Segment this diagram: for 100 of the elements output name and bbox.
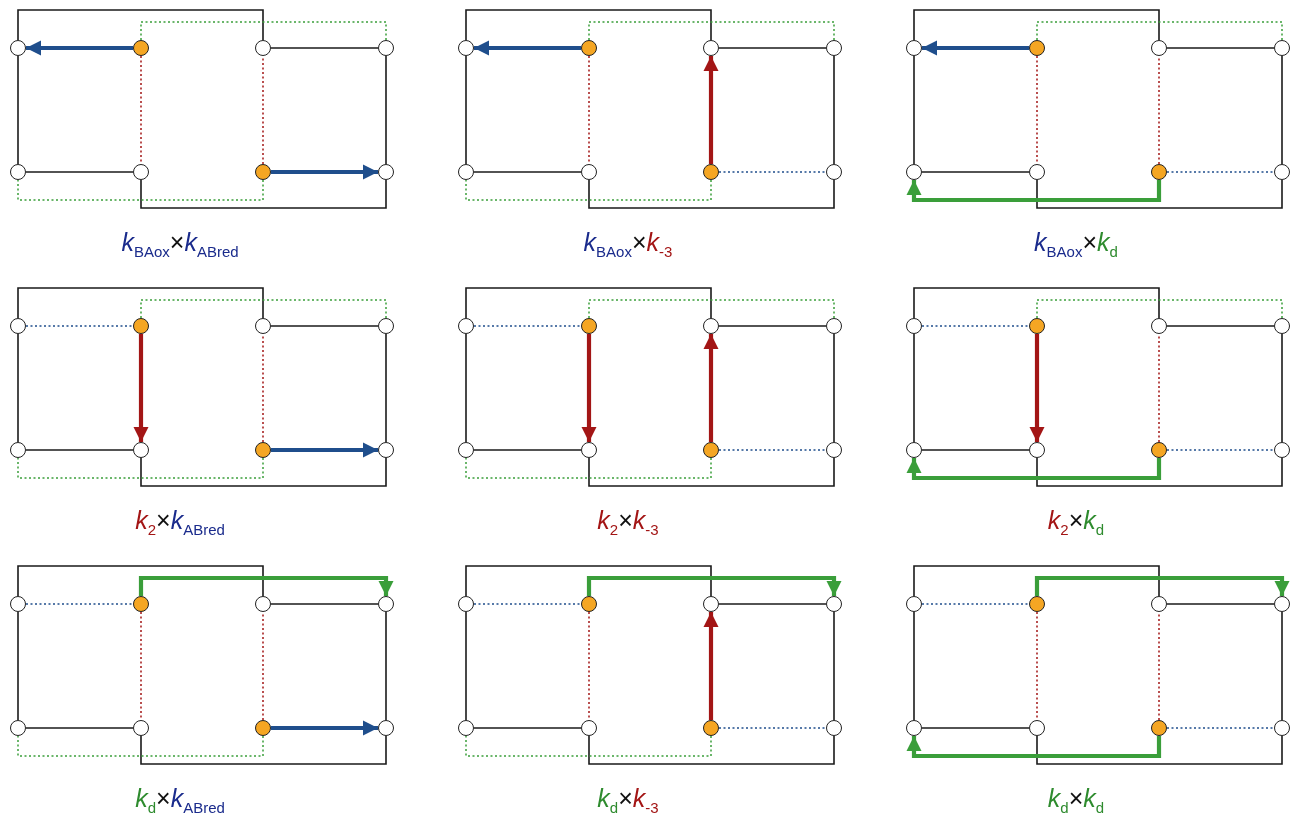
active-state-circle [255,720,271,736]
rate-constant: k$_{2}$ [597,506,619,538]
state-circle [458,720,474,736]
state-circle [133,164,149,180]
dotted-line [1036,55,1038,165]
arrow [271,164,378,180]
arrow [271,442,378,458]
multiplication-sign: × [618,784,633,813]
rate-constant: k$_{ABred}$ [184,228,239,260]
arrow [133,334,149,442]
connector-line [465,333,467,443]
arrow [586,575,842,596]
rate-constant: k$_{d}$ [1083,506,1105,538]
active-state-circle [703,442,719,458]
dotted-line [921,603,1030,605]
arrow [703,56,719,164]
dotted-line [718,727,827,729]
arrow [906,180,1162,203]
connector-line [833,333,835,443]
dotted-line [17,179,264,201]
state-circle [1029,164,1045,180]
arrow [26,40,133,56]
arrow [1029,334,1045,442]
dotted-line [1166,727,1275,729]
active-state-circle [1151,720,1167,736]
connector-line [270,603,379,605]
connector-line [465,611,467,721]
connector-line [913,287,1160,319]
multiplication-sign: × [1082,228,1098,257]
dotted-line [1036,21,1283,41]
arrow [703,612,719,720]
connector-line [385,55,387,165]
connector-line [473,171,582,173]
dotted-line [473,603,582,605]
multiplication-sign: × [618,506,633,535]
connector-line [921,727,1030,729]
state-circle [906,164,922,180]
state-circle [906,318,922,334]
state-circle [458,596,474,612]
state-circle [133,720,149,736]
dotted-line [718,449,827,451]
arrow [474,40,581,56]
state-circle [826,164,842,180]
arrow [271,720,378,736]
rate-constant: k$_{BAox}$ [121,228,170,260]
dotted-line [140,611,142,721]
state-circle [378,318,394,334]
dotted-line [465,735,712,757]
active-state-circle [581,40,597,56]
active-state-circle [1151,442,1167,458]
state-circle [255,596,271,612]
active-state-circle [133,318,149,334]
dotted-line [1166,171,1275,173]
dotted-line [465,179,712,201]
state-circle [1151,596,1167,612]
arrow [581,334,597,442]
connector-line [718,325,827,327]
dotted-line [140,55,142,165]
dotted-line [17,457,264,479]
dotted-line [1036,299,1283,319]
connector-line [25,449,134,451]
dotted-line [588,55,590,165]
connector-line [473,727,582,729]
state-circle [378,40,394,56]
state-circle [378,720,394,736]
rate-constant: k$_{ABred}$ [170,784,225,816]
connector-line [17,333,19,443]
state-circle [703,596,719,612]
connector-line [1166,325,1275,327]
connector-line [1281,611,1283,721]
dotted-line [588,299,835,319]
connector-line [465,565,712,597]
arrow [906,458,1162,481]
state-circle [1029,720,1045,736]
active-state-circle [1029,318,1045,334]
arrow [1034,575,1290,596]
rate-constant: k$_{BAox}$ [1034,228,1083,260]
state-circle [1274,40,1290,56]
state-circle [1151,40,1167,56]
state-circle [581,720,597,736]
active-state-circle [255,442,271,458]
connector-line [1281,333,1283,443]
connector-line [1036,179,1283,209]
connector-line [718,47,827,49]
connector-line [913,611,915,721]
state-circle [1274,596,1290,612]
active-state-circle [1151,164,1167,180]
connector-line [1281,55,1283,165]
active-state-circle [133,596,149,612]
state-circle [826,596,842,612]
rate-constant: k$_{d}$ [1083,784,1105,816]
rate-constant: k$_{d}$ [597,784,619,816]
dotted-line [1166,449,1275,451]
multiplication-sign: × [631,228,647,256]
dotted-line [588,21,835,41]
connector-line [921,171,1030,173]
state-circle [906,40,922,56]
state-circle [10,442,26,458]
connector-line [17,9,264,41]
connector-line [921,449,1030,451]
